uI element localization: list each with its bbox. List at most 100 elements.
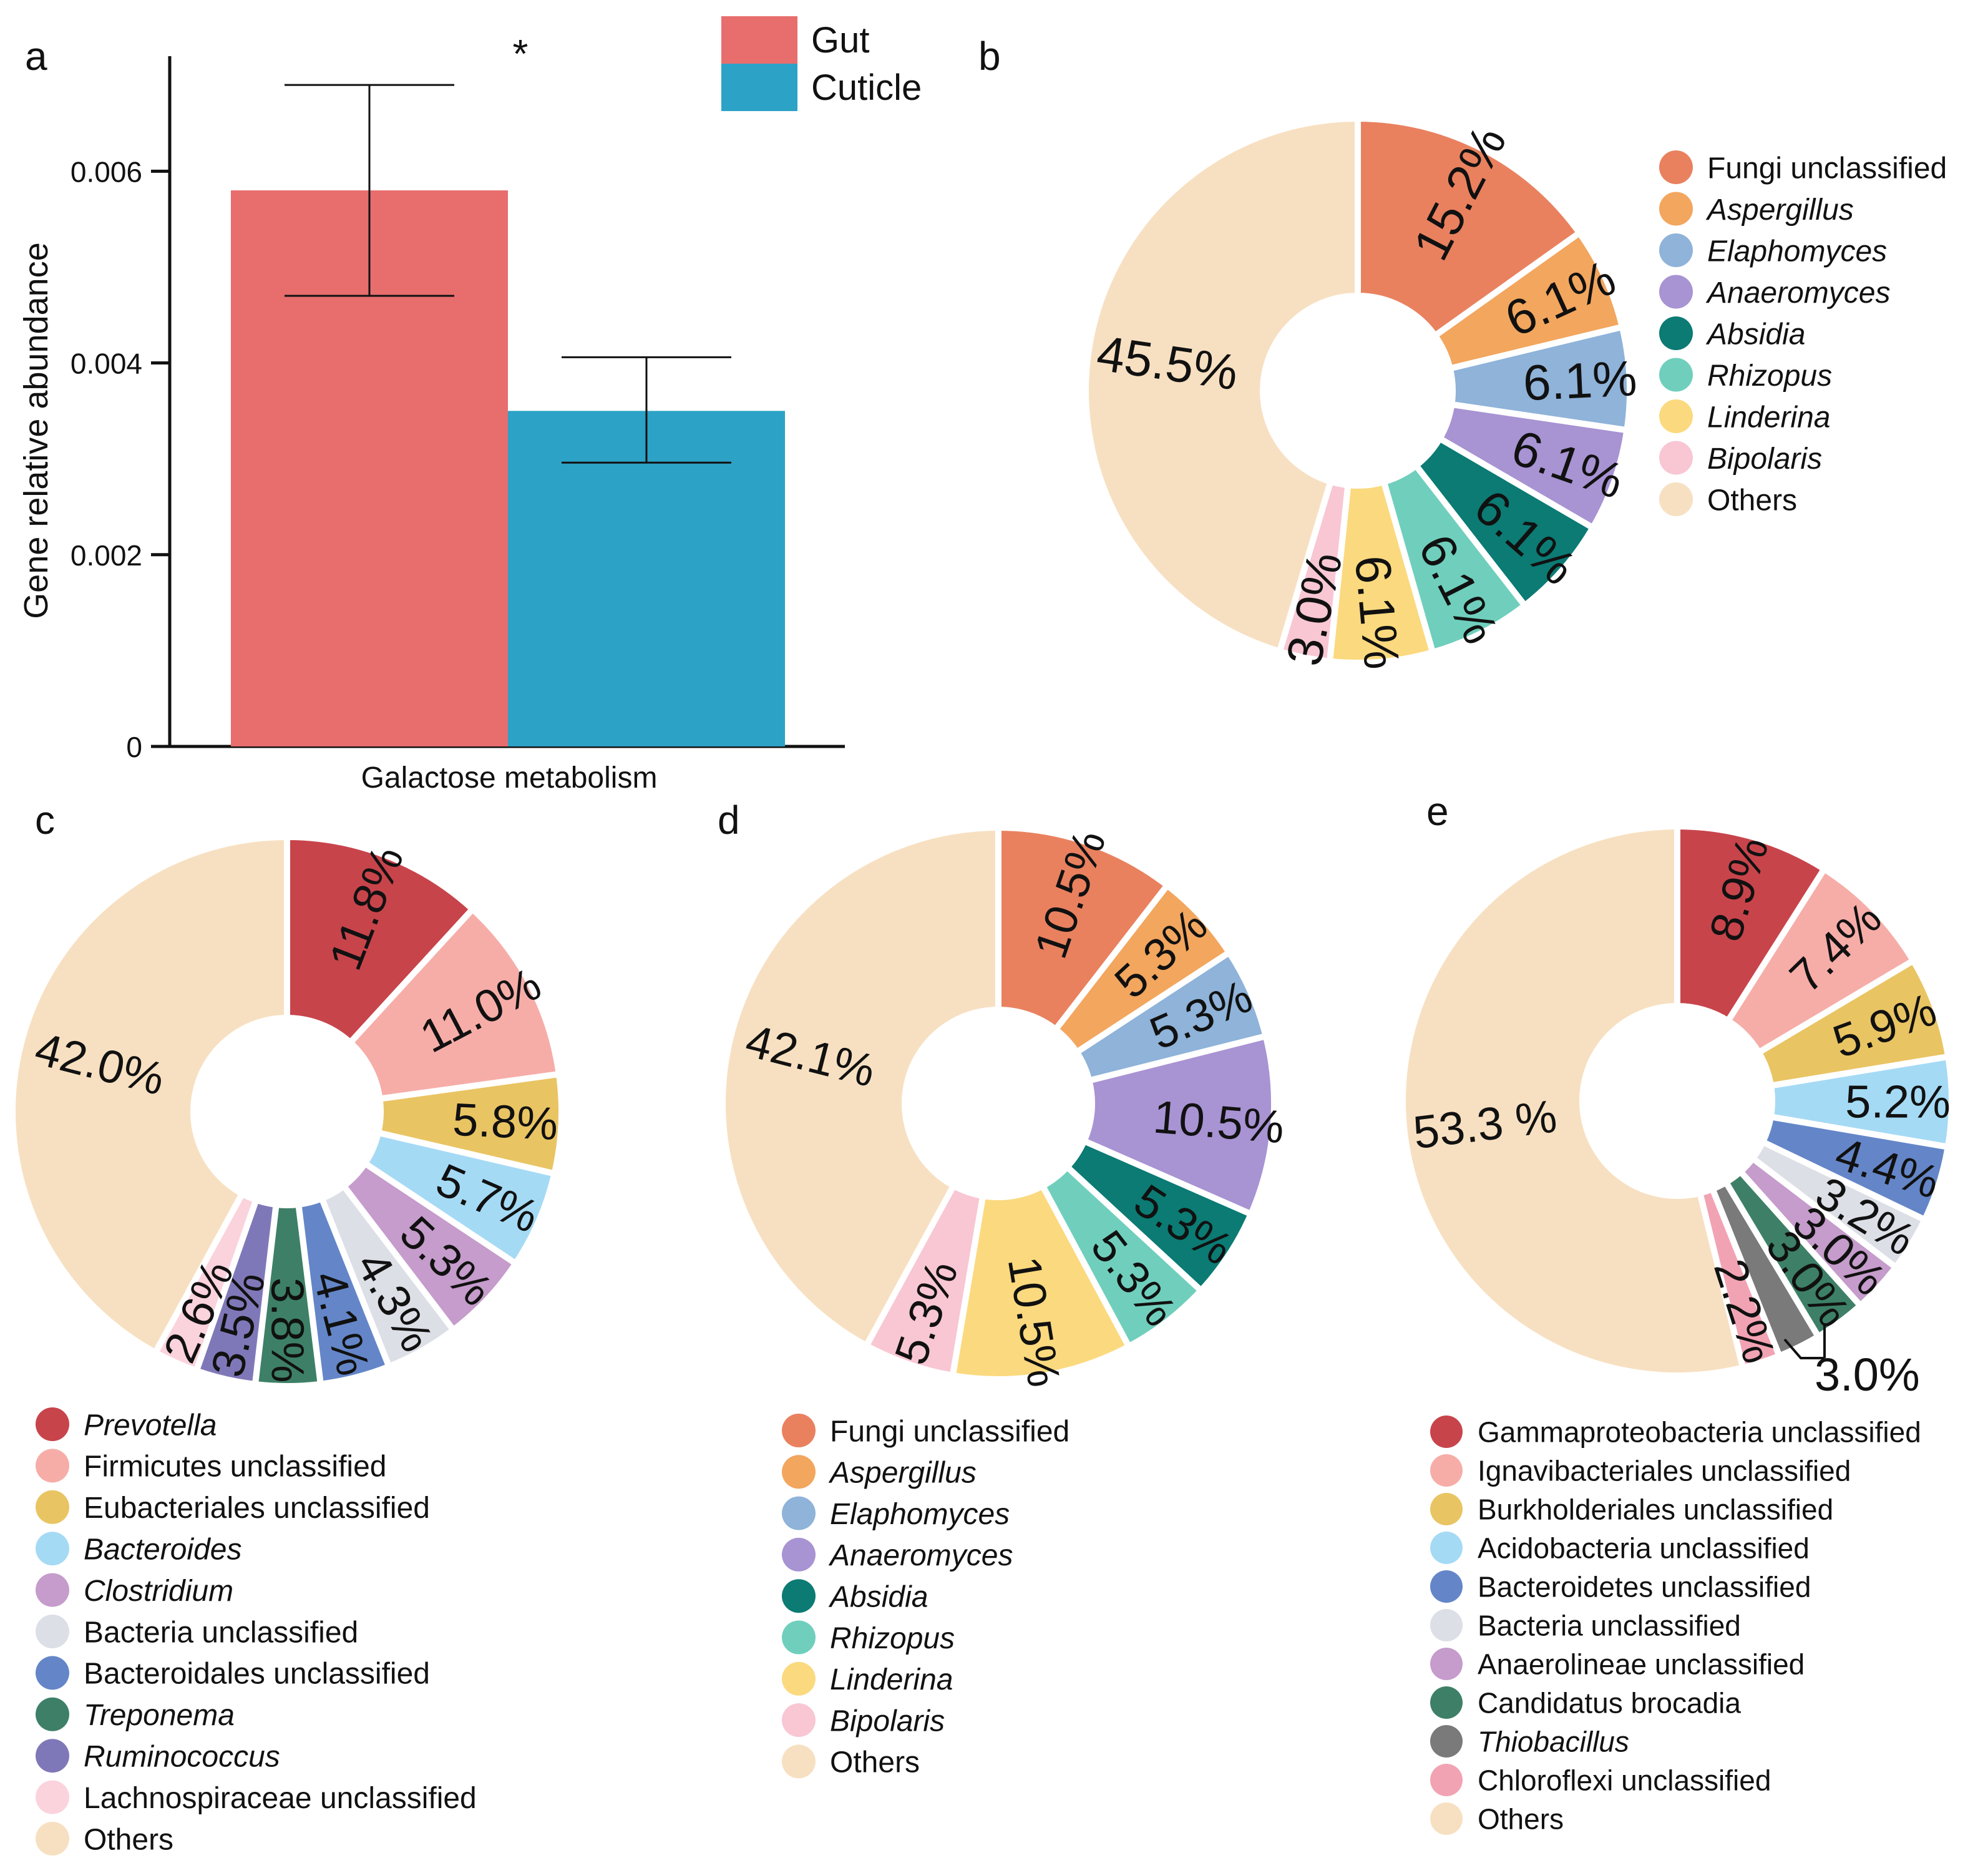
error-bars bbox=[285, 84, 731, 464]
legend-label-elaphomyces: Elaphomyces bbox=[830, 1498, 1010, 1531]
legend-label-others: Others bbox=[830, 1746, 920, 1779]
donut-chart-b: 15.2%6.1%6.1%6.1%6.1%6.1%6.1%3.0%45.5%Fu… bbox=[1083, 115, 1947, 672]
panel-label-d: d bbox=[718, 798, 740, 843]
legend-marker-acidobacteria-unclassified bbox=[1430, 1532, 1463, 1564]
legend-label-treponema: Treponema bbox=[84, 1699, 235, 1732]
significance-marker: * bbox=[513, 31, 529, 76]
legend-label-aspergillus: Aspergillus bbox=[828, 1457, 977, 1490]
legend-label-prevotella: Prevotella bbox=[84, 1409, 217, 1442]
panel-label-e: e bbox=[1426, 789, 1449, 834]
slice-fungi-unclassified bbox=[995, 824, 1172, 1034]
legend-label-thiobacillus: Thiobacillus bbox=[1478, 1726, 1629, 1758]
bars bbox=[231, 190, 785, 746]
bar-chart-a: 0 0.002 0.004 0.006 Galactose metabolism Ge… bbox=[17, 16, 922, 795]
legend-marker-fungi-unclassified bbox=[782, 1414, 816, 1447]
legend-marker-aspergillus bbox=[782, 1455, 816, 1489]
legend-label-fungi-unclassified: Fungi unclassified bbox=[830, 1415, 1070, 1448]
legend-marker-rhizopus bbox=[1659, 358, 1693, 392]
slice-others bbox=[1400, 823, 1747, 1379]
legend-marker-eubacteriales-unclassified bbox=[36, 1490, 69, 1524]
legend-label-bacteroidales-unclassified: Bacteroidales unclassified bbox=[84, 1658, 430, 1691]
legend-label-chloroflexi-unclassified: Chloroflexi unclassified bbox=[1478, 1764, 1771, 1797]
slice-fungi-unclassified bbox=[1355, 115, 1584, 340]
legend-marker-absidia bbox=[1659, 316, 1693, 350]
legend-marker-linderina bbox=[1659, 399, 1693, 433]
legend-label-anaeromyces: Anaeromyces bbox=[828, 1539, 1013, 1572]
legend-marker-linderina bbox=[782, 1661, 816, 1696]
legend-marker-ignavibacteriales-unclassified bbox=[1430, 1454, 1463, 1487]
legend-marker-firmicutes-unclassified bbox=[36, 1449, 69, 1483]
legend-marker-burkholderiales-unclassified bbox=[1430, 1493, 1463, 1525]
legend-marker-rhizopus bbox=[782, 1620, 816, 1655]
legend: Fungi unclassifiedAspergillusElaphomyces… bbox=[782, 1414, 1070, 1779]
legend-marker-others bbox=[782, 1744, 816, 1779]
legend-label-aspergillus: Aspergillus bbox=[1705, 193, 1854, 227]
legend-marker-bacteroidales-unclassified bbox=[36, 1656, 69, 1690]
legend-marker-lachnospiraceae-unclassified bbox=[36, 1780, 69, 1814]
legend-label-rhizopus: Rhizopus bbox=[830, 1622, 955, 1655]
legend-marker-anaeromyces bbox=[1659, 275, 1693, 309]
donut-chart-e: 8.9%7.4%5.9%5.2%4.4%3.2%3.0%3.0%2.2%53.3… bbox=[1400, 823, 1955, 1836]
slice-others bbox=[1083, 115, 1361, 655]
legend-label-firmicutes-unclassified: Firmicutes unclassified bbox=[84, 1450, 386, 1484]
callout-label: 3.0% bbox=[1815, 1349, 1920, 1401]
legend-label-fungi-unclassified: Fungi unclassified bbox=[1707, 152, 1947, 185]
legend-label-ignavibacteriales-unclassified: Ignavibacteriales unclassified bbox=[1478, 1455, 1851, 1487]
y-ticks: 0 0.002 0.004 0.006 bbox=[71, 155, 170, 763]
donut-chart-c: 11.8%11.0%5.8%5.7%5.3%4.3%4.1%3.8%3.5%2.… bbox=[9, 833, 565, 1856]
slice-label-elaphomyces: 6.1% bbox=[1522, 350, 1638, 411]
legend-label-others: Others bbox=[1478, 1803, 1564, 1836]
y-axis-label: Gene relative abundance bbox=[17, 242, 55, 619]
legend-marker-chloroflexi-unclassified bbox=[1430, 1764, 1463, 1796]
panel-label-b: b bbox=[978, 34, 1001, 79]
legend-label-eubacteriales-unclassified: Eubacteriales unclassified bbox=[84, 1492, 430, 1525]
legend-marker-aspergillus bbox=[1659, 192, 1693, 226]
legend-label-bipolaris: Bipolaris bbox=[830, 1704, 945, 1738]
y-tick-label: 0.004 bbox=[71, 348, 142, 380]
legend-marker-bacteria-unclassified bbox=[36, 1615, 69, 1648]
legend-label-clostridium: Clostridium bbox=[84, 1575, 233, 1608]
legend-marker-bacteroides bbox=[36, 1532, 69, 1566]
panel-label-c: c bbox=[35, 798, 55, 843]
legend-marker-clostridium bbox=[36, 1573, 69, 1607]
legend-marker-others bbox=[1659, 482, 1693, 516]
legend-label-cuticle: Cuticle bbox=[811, 67, 922, 108]
callout-leader-line bbox=[1783, 1338, 1825, 1359]
slice-label-treponema: 3.8% bbox=[261, 1278, 314, 1383]
legend-marker-candidatus-brocadia bbox=[1430, 1686, 1463, 1719]
y-tick-label: 0 bbox=[126, 731, 142, 763]
y-tick-label: 0.002 bbox=[71, 539, 142, 572]
legend-label-bacteroides: Bacteroides bbox=[84, 1533, 241, 1566]
legend-marker-bipolaris bbox=[782, 1703, 816, 1738]
slice-others bbox=[9, 833, 290, 1357]
legend-label-absidia: Absidia bbox=[1705, 318, 1805, 351]
legend-label-bacteria-unclassified: Bacteria unclassified bbox=[1478, 1610, 1741, 1642]
slice-label-eubacteriales-unclassified: 5.8% bbox=[452, 1093, 559, 1150]
legend-label-anaeromyces: Anaeromyces bbox=[1705, 276, 1890, 310]
legend-swatch-gut bbox=[721, 16, 797, 64]
legend-label-acidobacteria-unclassified: Acidobacteria unclassified bbox=[1478, 1532, 1810, 1565]
x-axis-label: Galactose metabolism bbox=[361, 761, 658, 795]
legend-swatch-cuticle bbox=[721, 64, 797, 111]
legend-label-bacteria-unclassified: Bacteria unclassified bbox=[84, 1616, 358, 1649]
legend-marker-gammaproteobacteria-unclassified bbox=[1430, 1416, 1463, 1448]
panel-label-a: a bbox=[25, 34, 47, 79]
legend-marker-anaeromyces bbox=[782, 1537, 816, 1572]
legend-label-gammaproteobacteria-unclassified: Gammaproteobacteria unclassified bbox=[1478, 1416, 1921, 1449]
legend-marker-others bbox=[1430, 1802, 1463, 1835]
slice-others bbox=[719, 824, 1001, 1350]
donut-chart-d: 10.5%5.3%5.3%10.5%5.3%5.3%10.5%5.3%42.1%… bbox=[719, 824, 1286, 1779]
legend-label-anaerolineae-unclassified: Anaerolineae unclassified bbox=[1478, 1648, 1805, 1681]
slice-ignavibacteriales-unclassified bbox=[1723, 864, 1918, 1057]
legend-label-rhizopus: Rhizopus bbox=[1707, 359, 1832, 393]
legend-marker-prevotella bbox=[36, 1407, 69, 1441]
legend-label-others: Others bbox=[84, 1823, 173, 1856]
legend-marker-elaphomyces bbox=[1659, 233, 1693, 267]
legend-label-bacteroidetes-unclassified: Bacteroidetes unclassified bbox=[1478, 1571, 1811, 1603]
y-tick-label: 0.006 bbox=[71, 155, 142, 188]
slice-gammaproteobacteria-unclassified bbox=[1674, 823, 1829, 1025]
legend-marker-anaerolineae-unclassified bbox=[1430, 1648, 1463, 1680]
slice-linderina bbox=[949, 1181, 1133, 1382]
legend-marker-thiobacillus bbox=[1430, 1725, 1463, 1758]
